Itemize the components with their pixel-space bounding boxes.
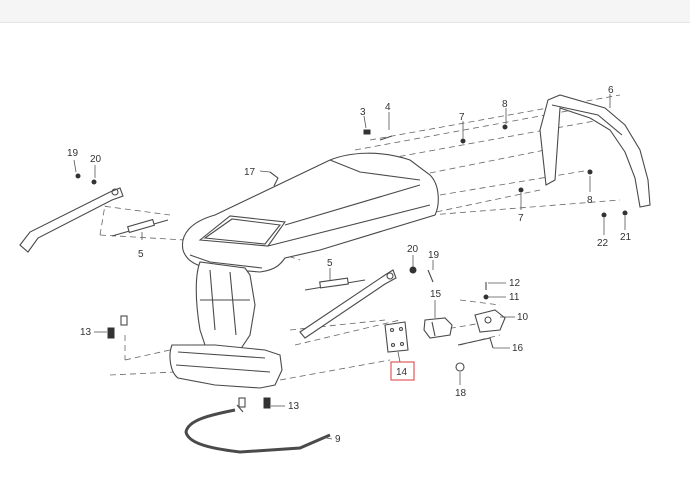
callout-22: 22 xyxy=(597,238,609,249)
bolt-22 xyxy=(601,212,607,218)
callout-16: 16 xyxy=(512,343,524,354)
nut-20a xyxy=(91,179,97,185)
callout-8-top: 8 xyxy=(502,99,508,110)
bushing-18 xyxy=(455,362,465,372)
latch-rod xyxy=(457,337,494,349)
callout-6: 6 xyxy=(608,85,614,96)
clip-17 xyxy=(269,171,279,187)
stud-13d xyxy=(263,397,271,409)
callout-13-left: 13 xyxy=(80,327,92,338)
latch-plate xyxy=(384,321,409,353)
stud-13b xyxy=(120,315,128,326)
front-body xyxy=(195,261,256,353)
callout-7-bottom: 7 xyxy=(518,213,524,224)
callout-20-right: 20 xyxy=(407,244,419,255)
left-bracket xyxy=(19,187,124,253)
top-bar xyxy=(0,0,690,23)
callout-18: 18 xyxy=(455,388,467,399)
callout-21: 21 xyxy=(620,232,632,243)
gas-strut-right xyxy=(304,277,366,291)
callout-4: 4 xyxy=(385,102,391,113)
callout-19-left: 19 xyxy=(67,148,79,159)
stud-13a xyxy=(107,327,115,339)
callout-14-highlight[interactable]: 14 xyxy=(390,361,415,381)
seal-strip xyxy=(184,404,331,454)
stud-13c xyxy=(238,397,246,408)
rollbar-frame xyxy=(539,94,651,208)
pin-4 xyxy=(379,135,393,141)
front-bumper xyxy=(169,344,283,389)
latch-body xyxy=(423,317,453,339)
callout-19-right: 19 xyxy=(428,250,440,261)
callout-13-bottom: 13 xyxy=(288,401,300,412)
callout-7-top: 7 xyxy=(459,112,465,123)
gas-strut-left xyxy=(111,218,169,237)
fasteners xyxy=(75,124,628,409)
bolt-19a xyxy=(75,173,81,179)
callout-9: 9 xyxy=(335,434,341,445)
nut-8b xyxy=(587,169,593,175)
callout-5-right: 5 xyxy=(327,258,333,269)
callout-14: 14 xyxy=(396,367,408,378)
callout-15: 15 xyxy=(430,289,442,300)
callout-3: 3 xyxy=(360,107,366,118)
nut-8a xyxy=(502,124,508,130)
callout-12: 12 xyxy=(509,278,521,289)
bolt-3 xyxy=(363,129,371,135)
bolt-7b xyxy=(518,187,524,193)
callout-labels: 3 4 7 8 6 19 20 17 5 7 8 22 21 5 20 19 1… xyxy=(67,85,632,445)
callout-17: 17 xyxy=(244,167,256,178)
nut-20b xyxy=(409,266,417,274)
right-bracket xyxy=(299,269,397,339)
callout-10: 10 xyxy=(517,312,529,323)
leader-lines xyxy=(73,94,626,440)
callout-11: 11 xyxy=(509,292,520,303)
callout-20-left: 20 xyxy=(90,154,102,165)
canopy-shell xyxy=(181,152,439,273)
bolt-19b xyxy=(427,269,434,283)
striker-bracket xyxy=(474,309,506,333)
callout-8-bottom: 8 xyxy=(587,195,593,206)
washer-11 xyxy=(483,294,489,300)
washer-21 xyxy=(622,210,628,216)
bolt-7a xyxy=(460,138,466,144)
callout-5-left: 5 xyxy=(138,249,144,260)
